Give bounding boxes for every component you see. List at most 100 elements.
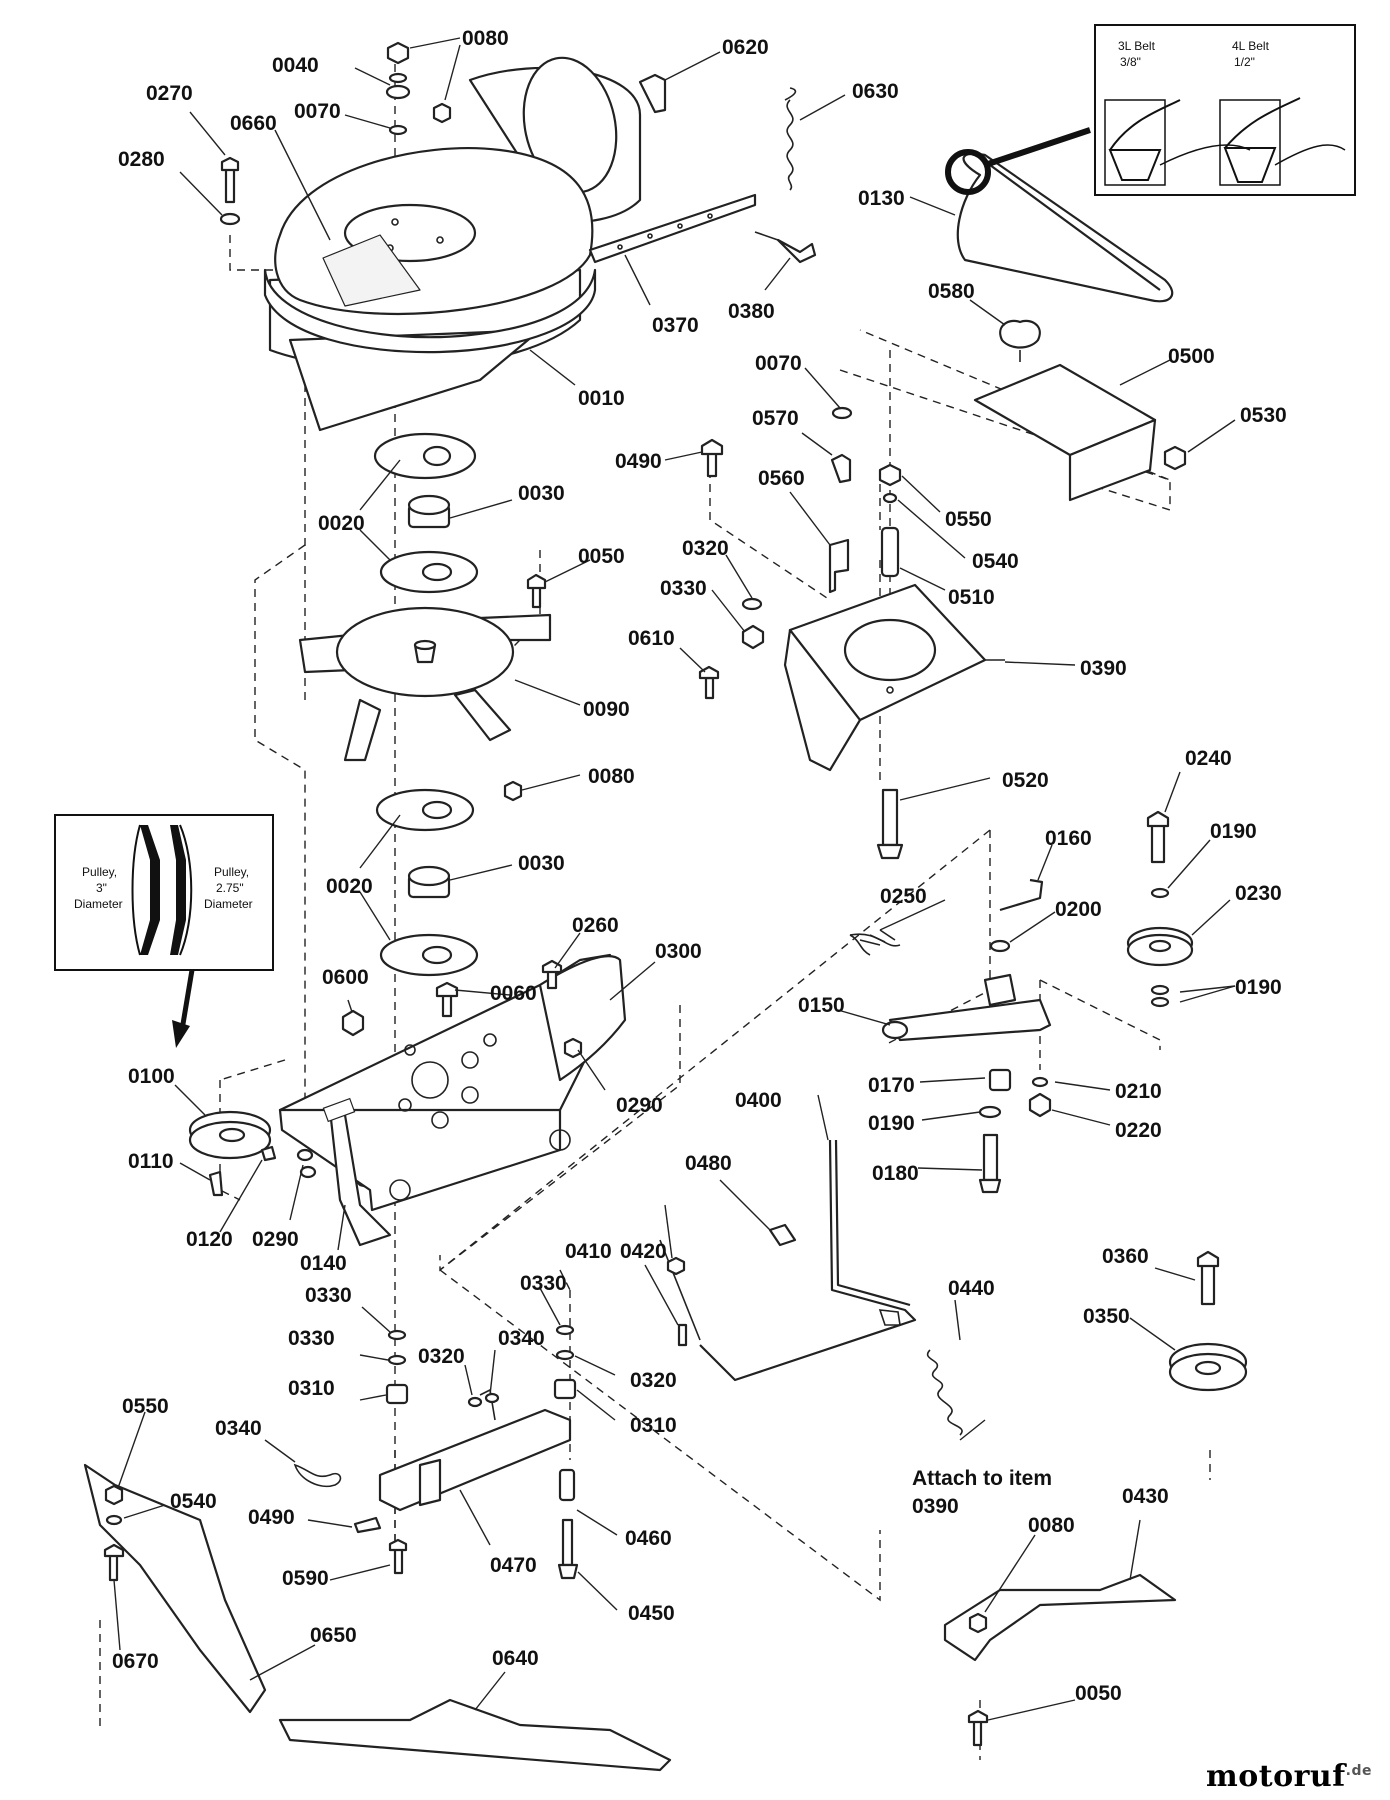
callout-0030: 0030 bbox=[518, 482, 565, 505]
callout-0410: 0410 bbox=[565, 1240, 612, 1263]
callout-0240: 0240 bbox=[1185, 747, 1232, 770]
callout-0670: 0670 bbox=[112, 1650, 159, 1673]
callout-0150: 0150 bbox=[798, 994, 845, 1017]
callout-0070: 0070 bbox=[294, 100, 341, 123]
base-plate bbox=[278, 953, 627, 1247]
callout-0360: 0360 bbox=[1102, 1245, 1149, 1268]
callout-0350: 0350 bbox=[1083, 1305, 1130, 1328]
callout-0220: 0220 bbox=[1115, 1119, 1162, 1142]
belt-inset: 3L Belt 3/8" 4L Belt 1/2" bbox=[1094, 24, 1356, 196]
callout-0030: 0030 bbox=[518, 852, 565, 875]
v-belt bbox=[945, 127, 1174, 303]
callout-0540: 0540 bbox=[972, 550, 1019, 573]
blower-housing bbox=[263, 56, 642, 432]
mid-right-hardware bbox=[698, 406, 902, 700]
callout-0090: 0090 bbox=[583, 698, 630, 721]
callout-0290: 0290 bbox=[616, 1094, 663, 1117]
callout-0510: 0510 bbox=[948, 586, 995, 609]
callout-0440: 0440 bbox=[948, 1277, 995, 1300]
callout-0310: 0310 bbox=[630, 1414, 677, 1437]
callout-0020: 0020 bbox=[326, 875, 373, 898]
mount-bracket-0390 bbox=[783, 583, 1005, 772]
callout-0540: 0540 bbox=[170, 1490, 217, 1513]
callout-0370: 0370 bbox=[652, 314, 699, 337]
callout-0190: 0190 bbox=[1235, 976, 1282, 999]
pulley-right-line3: Diameter bbox=[204, 897, 253, 911]
callout-0420: 0420 bbox=[620, 1240, 667, 1263]
callout-0340: 0340 bbox=[215, 1417, 262, 1440]
pulley-left-line2: 3" bbox=[96, 881, 107, 895]
callout-0330: 0330 bbox=[288, 1327, 335, 1350]
callout-0250: 0250 bbox=[880, 885, 927, 908]
callout-0310: 0310 bbox=[288, 1377, 335, 1400]
callout-0280: 0280 bbox=[118, 148, 165, 171]
callout-0230: 0230 bbox=[1235, 882, 1282, 905]
callout-0460: 0460 bbox=[625, 1527, 672, 1550]
pulley-left-line1: Pulley, bbox=[82, 865, 117, 879]
warning-decal bbox=[322, 234, 421, 307]
callout-0630: 0630 bbox=[852, 80, 899, 103]
adjust-strip bbox=[588, 193, 817, 264]
callout-0320: 0320 bbox=[682, 537, 729, 560]
spring-bracket bbox=[638, 73, 797, 191]
drive-pulley-0100 bbox=[188, 1110, 277, 1197]
callout-0080: 0080 bbox=[462, 27, 509, 50]
blades bbox=[83, 1463, 1177, 1772]
callout-0330: 0330 bbox=[305, 1284, 352, 1307]
attach-note-line1: Attach to item bbox=[912, 1467, 1052, 1490]
callout-labels: 0080004000700270066002800620063001300370… bbox=[112, 27, 1287, 1705]
callout-0330: 0330 bbox=[660, 577, 707, 600]
callout-0550: 0550 bbox=[945, 508, 992, 531]
callout-0020: 0020 bbox=[318, 512, 365, 535]
top-hardware bbox=[219, 41, 452, 226]
callout-0320: 0320 bbox=[418, 1345, 465, 1368]
callout-0330: 0330 bbox=[520, 1272, 567, 1295]
lower-bracket-0470 bbox=[293, 1324, 579, 1580]
lower-bearing-stack bbox=[341, 780, 523, 1037]
bolt-0520 bbox=[876, 788, 904, 860]
callout-0660: 0660 bbox=[230, 112, 277, 135]
pulley-right-line2: 2.75" bbox=[216, 881, 244, 895]
watermark-suffix: .de bbox=[1345, 1763, 1372, 1779]
callout-0300: 0300 bbox=[655, 940, 702, 963]
callout-0650: 0650 bbox=[310, 1624, 357, 1647]
callout-0110: 0110 bbox=[128, 1150, 174, 1173]
idler-pulley-0230 bbox=[1126, 810, 1194, 1008]
callout-0080: 0080 bbox=[1028, 1514, 1075, 1537]
callout-0180: 0180 bbox=[872, 1162, 919, 1185]
callout-0010: 0010 bbox=[578, 387, 625, 410]
callout-0550: 0550 bbox=[122, 1395, 169, 1418]
callout-0560: 0560 bbox=[758, 467, 805, 490]
callout-0530: 0530 bbox=[1240, 404, 1287, 427]
callout-0640: 0640 bbox=[492, 1647, 539, 1670]
callout-0210: 0210 bbox=[1115, 1080, 1162, 1103]
callout-0480: 0480 bbox=[685, 1152, 732, 1175]
callout-0190: 0190 bbox=[1210, 820, 1257, 843]
callout-0080: 0080 bbox=[588, 765, 635, 788]
leader-lines bbox=[113, 37, 1236, 1721]
control-rod-assembly bbox=[659, 1139, 963, 1436]
callout-0380: 0380 bbox=[728, 300, 775, 323]
callout-0490: 0490 bbox=[248, 1506, 295, 1529]
callout-0500: 0500 bbox=[1168, 345, 1215, 368]
callout-0620: 0620 bbox=[722, 36, 769, 59]
callout-0610: 0610 bbox=[628, 627, 675, 650]
callout-0190: 0190 bbox=[868, 1112, 915, 1135]
callout-0100: 0100 bbox=[128, 1065, 175, 1088]
callout-0200: 0200 bbox=[1055, 898, 1102, 921]
belt-3l-size: 3/8" bbox=[1120, 55, 1141, 69]
callout-0340: 0340 bbox=[498, 1327, 545, 1350]
callout-0260: 0260 bbox=[572, 914, 619, 937]
callout-0140: 0140 bbox=[300, 1252, 347, 1275]
callout-0160: 0160 bbox=[1045, 827, 1092, 850]
callout-0520: 0520 bbox=[1002, 769, 1049, 792]
callout-0490: 0490 bbox=[615, 450, 662, 473]
watermark-text: motoruf bbox=[1206, 1759, 1346, 1794]
callout-0430: 0430 bbox=[1122, 1485, 1169, 1508]
impeller-stack bbox=[298, 432, 552, 762]
callout-0390: 0390 bbox=[1080, 657, 1127, 680]
watermark: motoruf.de bbox=[1206, 1759, 1372, 1794]
belt-4l-label: 4L Belt bbox=[1232, 39, 1270, 53]
